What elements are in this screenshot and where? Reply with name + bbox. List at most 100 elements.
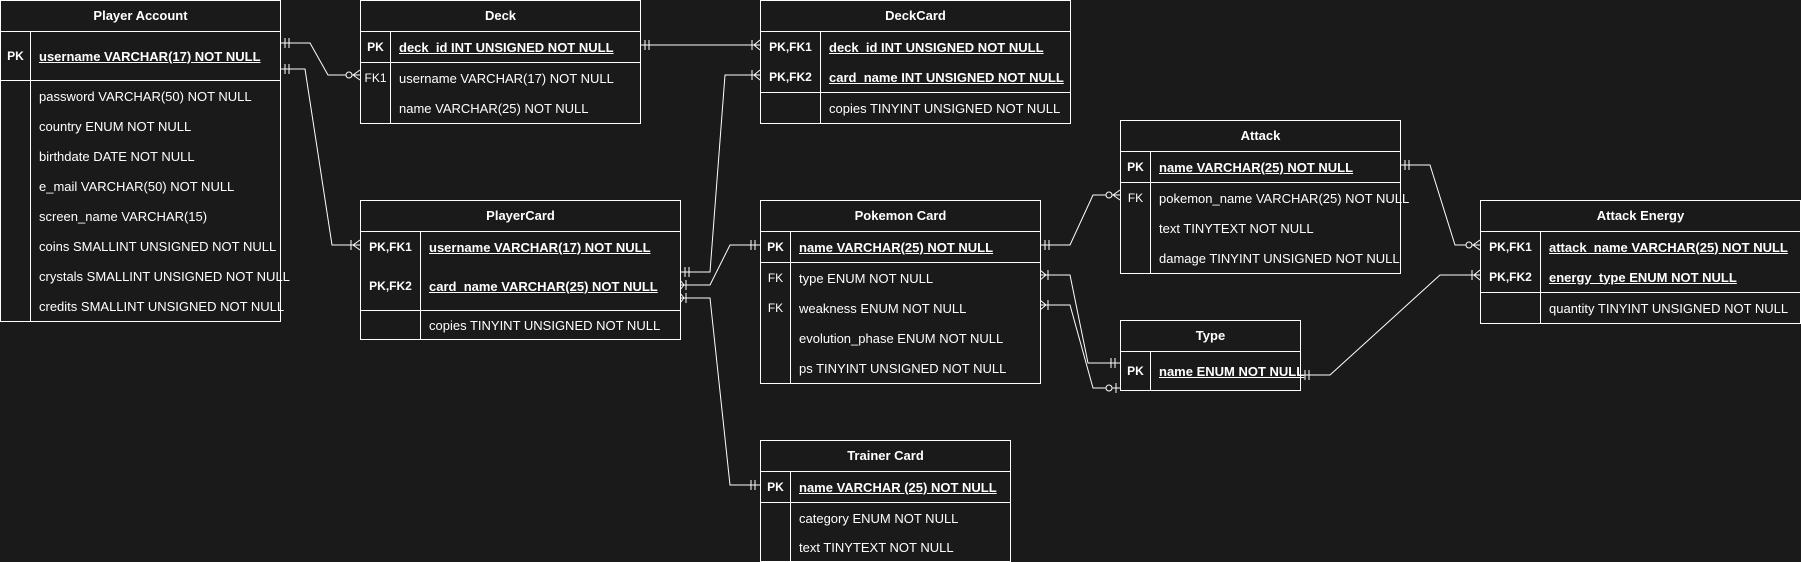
- table-row: category ENUM NOT NULL: [761, 503, 1010, 533]
- table-row: coins SMALLINT UNSIGNED NOT NULL: [1, 231, 280, 261]
- fields-section: FK type ENUM NOT NULL FK weakness ENUM NOT…: [761, 263, 1040, 383]
- key-label: PK: [761, 472, 791, 502]
- table-title: Attack Energy: [1481, 201, 1800, 232]
- table-deck[interactable]: Deck PK deck_id INT UNSIGNED NOT NULL FK…: [360, 0, 641, 124]
- edge-playercard-pokemoncard[interactable]: [679, 240, 760, 291]
- fields-section: quantity TINYINT UNSIGNED NOT NULL: [1481, 293, 1800, 323]
- edge-pokemoncard-weakness-type[interactable]: [1039, 299, 1120, 393]
- table-row: copies TINYINT UNSIGNED NOT NULL: [361, 311, 680, 339]
- table-row: text TINYTEXT NOT NULL: [1121, 213, 1400, 243]
- field-label: card_name INT UNSIGNED NOT NULL: [829, 69, 1064, 85]
- table-row: FK weakness ENUM NOT NULL: [761, 293, 1040, 323]
- field-label: card_name VARCHAR(25) NOT NULL: [429, 278, 658, 294]
- table-title: Attack: [1121, 121, 1400, 152]
- key-label: [761, 353, 791, 383]
- field-label: weakness ENUM NOT NULL: [799, 300, 967, 316]
- fields-section: FK pokemon_name VARCHAR(25) NOT NULL text…: [1121, 183, 1409, 273]
- key-label: PK,FK1: [361, 232, 421, 262]
- edge-type-attackenergy[interactable]: [1300, 269, 1481, 380]
- table-title: DeckCard: [761, 1, 1070, 32]
- field-label: ps TINYINT UNSIGNED NOT NULL: [799, 360, 1007, 376]
- table-row: credits SMALLINT UNSIGNED NOT NULL: [1, 291, 284, 321]
- table-pokemon-card[interactable]: Pokemon Card PK name VARCHAR(25) NOT NULL…: [760, 200, 1041, 384]
- edge-playercard-trainercard[interactable]: [679, 292, 760, 490]
- field-label: damage TINYINT UNSIGNED NOT NULL: [1159, 250, 1400, 266]
- key-label: [1481, 293, 1541, 323]
- field-label: name VARCHAR(25) NOT NULL: [399, 100, 589, 116]
- fields-section: category ENUM NOT NULL text TINYTEXT NOT…: [761, 503, 1010, 561]
- field-label: name VARCHAR(25) NOT NULL: [799, 239, 994, 255]
- pk-section: PK,FK1 username VARCHAR(17) NOT NULL PK,F…: [361, 232, 680, 311]
- field-label: energy_type ENUM NOT NULL: [1549, 269, 1737, 285]
- table-row: PK name VARCHAR (25) NOT NULL: [761, 472, 1010, 502]
- field-label: copies TINYINT UNSIGNED NOT NULL: [829, 100, 1061, 116]
- key-label: FK: [761, 293, 791, 323]
- field-label: deck_id INT UNSIGNED NOT NULL: [399, 39, 614, 55]
- key-label: PK,FK2: [361, 262, 421, 310]
- edge-deck-deckcard[interactable]: [640, 39, 761, 51]
- table-row: PK deck_id INT UNSIGNED NOT NULL: [361, 32, 640, 62]
- field-label: pokemon_name VARCHAR(25) NOT NULL: [1159, 190, 1410, 206]
- table-title: Pokemon Card: [761, 201, 1040, 232]
- field-label: username VARCHAR(17) NOT NULL: [429, 239, 651, 255]
- table-row: ps TINYINT UNSIGNED NOT NULL: [761, 353, 1040, 383]
- key-label: [361, 93, 391, 123]
- key-label: [1121, 243, 1151, 273]
- fields-section: copies TINYINT UNSIGNED NOT NULL: [761, 93, 1070, 123]
- edge-playeraccount-playercard[interactable]: [280, 64, 361, 251]
- table-trainer-card[interactable]: Trainer Card PK name VARCHAR (25) NOT NUL…: [760, 440, 1011, 562]
- table-row: PK username VARCHAR(17) NOT NULL: [1, 32, 280, 80]
- key-label: PK: [1121, 352, 1151, 390]
- table-row: text TINYTEXT NOT NULL: [761, 533, 1010, 561]
- key-label: FK: [1121, 183, 1151, 213]
- key-label: [761, 323, 791, 353]
- table-row: quantity TINYINT UNSIGNED NOT NULL: [1481, 293, 1800, 323]
- pk-section: PK name VARCHAR(25) NOT NULL: [761, 232, 1040, 263]
- key-label: PK: [761, 232, 791, 262]
- edge-pokemoncard-type-type[interactable]: [1039, 269, 1120, 368]
- edge-playercard-deckcard[interactable]: [680, 69, 761, 277]
- field-label: password VARCHAR(50) NOT NULL: [39, 88, 252, 104]
- key-label: [1, 111, 31, 141]
- table-row: password VARCHAR(50) NOT NULL: [1, 81, 280, 111]
- field-label: username VARCHAR(17) NOT NULL: [39, 48, 261, 64]
- table-title: Trainer Card: [761, 441, 1010, 472]
- field-label: name VARCHAR (25) NOT NULL: [799, 479, 997, 495]
- table-title: Type: [1121, 321, 1300, 352]
- table-row: PK name VARCHAR(25) NOT NULL: [761, 232, 1040, 262]
- table-player-account[interactable]: Player Account PK username VARCHAR(17) N…: [0, 0, 290, 322]
- fields-section: copies TINYINT UNSIGNED NOT NULL: [361, 311, 680, 339]
- field-label: country ENUM NOT NULL: [39, 118, 192, 134]
- key-label: FK1: [361, 63, 391, 93]
- key-label: PK,FK2: [761, 62, 821, 92]
- key-label: [1, 261, 31, 291]
- field-label: type ENUM NOT NULL: [799, 270, 934, 286]
- field-label: birthdate DATE NOT NULL: [39, 148, 195, 164]
- key-label: [761, 533, 791, 561]
- table-row: country ENUM NOT NULL: [1, 111, 280, 141]
- pk-section: PK name VARCHAR (25) NOT NULL: [761, 472, 1010, 503]
- key-label: PK: [361, 32, 391, 62]
- edge-pokemoncard-attack[interactable]: [1040, 189, 1121, 250]
- field-label: copies TINYINT UNSIGNED NOT NULL: [429, 317, 661, 333]
- field-label: crystals SMALLINT UNSIGNED NOT NULL: [39, 268, 290, 284]
- table-row: e_mail VARCHAR(50) NOT NULL: [1, 171, 280, 201]
- edge-attack-attackenergy[interactable]: [1400, 160, 1481, 251]
- key-label: PK,FK1: [1481, 232, 1541, 262]
- field-label: quantity TINYINT UNSIGNED NOT NULL: [1549, 300, 1789, 316]
- field-label: screen_name VARCHAR(15): [39, 208, 208, 224]
- field-label: name VARCHAR(25) NOT NULL: [1159, 159, 1354, 175]
- edge-playeraccount-deck[interactable]: [280, 38, 361, 81]
- key-label: [1, 171, 31, 201]
- key-label: [1, 291, 31, 321]
